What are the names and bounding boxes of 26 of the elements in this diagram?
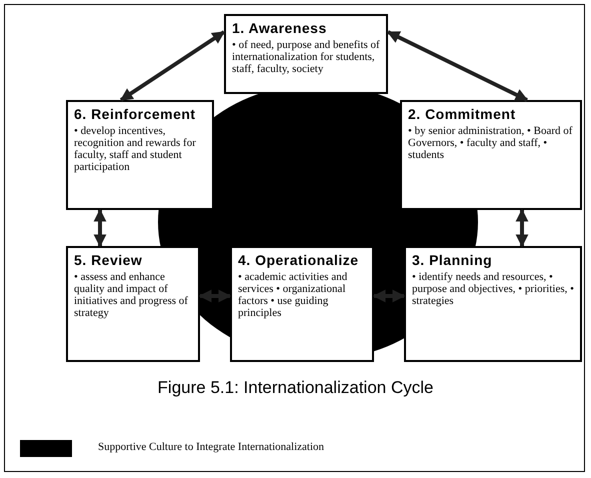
double-arrow [516, 208, 528, 248]
double-arrow [386, 30, 528, 102]
stage-box [66, 246, 200, 362]
stage-box [230, 246, 374, 362]
stage-heading: 6. Reinforcement [74, 106, 197, 122]
stage-heading: 2. Commitment [408, 106, 517, 122]
stage-description: • academic activities and services • organizational factors • use guiding principles [238, 271, 348, 319]
stage-heading: 1. Awareness [232, 20, 328, 36]
stage-heading: 4. Operationalize [238, 252, 360, 268]
stage-description: • identify needs and resources, • purpose and objectives, • priorities, • strategies [412, 271, 574, 307]
double-arrow [94, 208, 106, 248]
stage-heading: 5. Review [74, 252, 144, 268]
stage-description: • by senior administration, • Board of Governors, • faculty and staff, • students [408, 125, 574, 161]
stage-box [224, 14, 388, 94]
figure-caption: Figure 5.1: Internationalization Cycle [156, 378, 434, 398]
stage-heading: 3. Planning [412, 252, 494, 268]
double-arrow [120, 30, 226, 102]
legend-text: Supportive Culture to Integrate Internationalization [98, 441, 324, 453]
double-arrow [372, 290, 406, 302]
stage-box [404, 246, 582, 362]
stage-description: • of need, purpose and benefits of internationalization for students, staff, faculty, society [232, 39, 380, 75]
double-arrow [198, 290, 232, 302]
stage-description: • develop incentives, recognition and rewards for faculty, staff and student participation [74, 125, 197, 173]
stage-box [400, 100, 582, 210]
stage-description: • assess and enhance quality and impact of initiatives and progress of strategy [74, 271, 189, 319]
stage-box [66, 100, 214, 210]
